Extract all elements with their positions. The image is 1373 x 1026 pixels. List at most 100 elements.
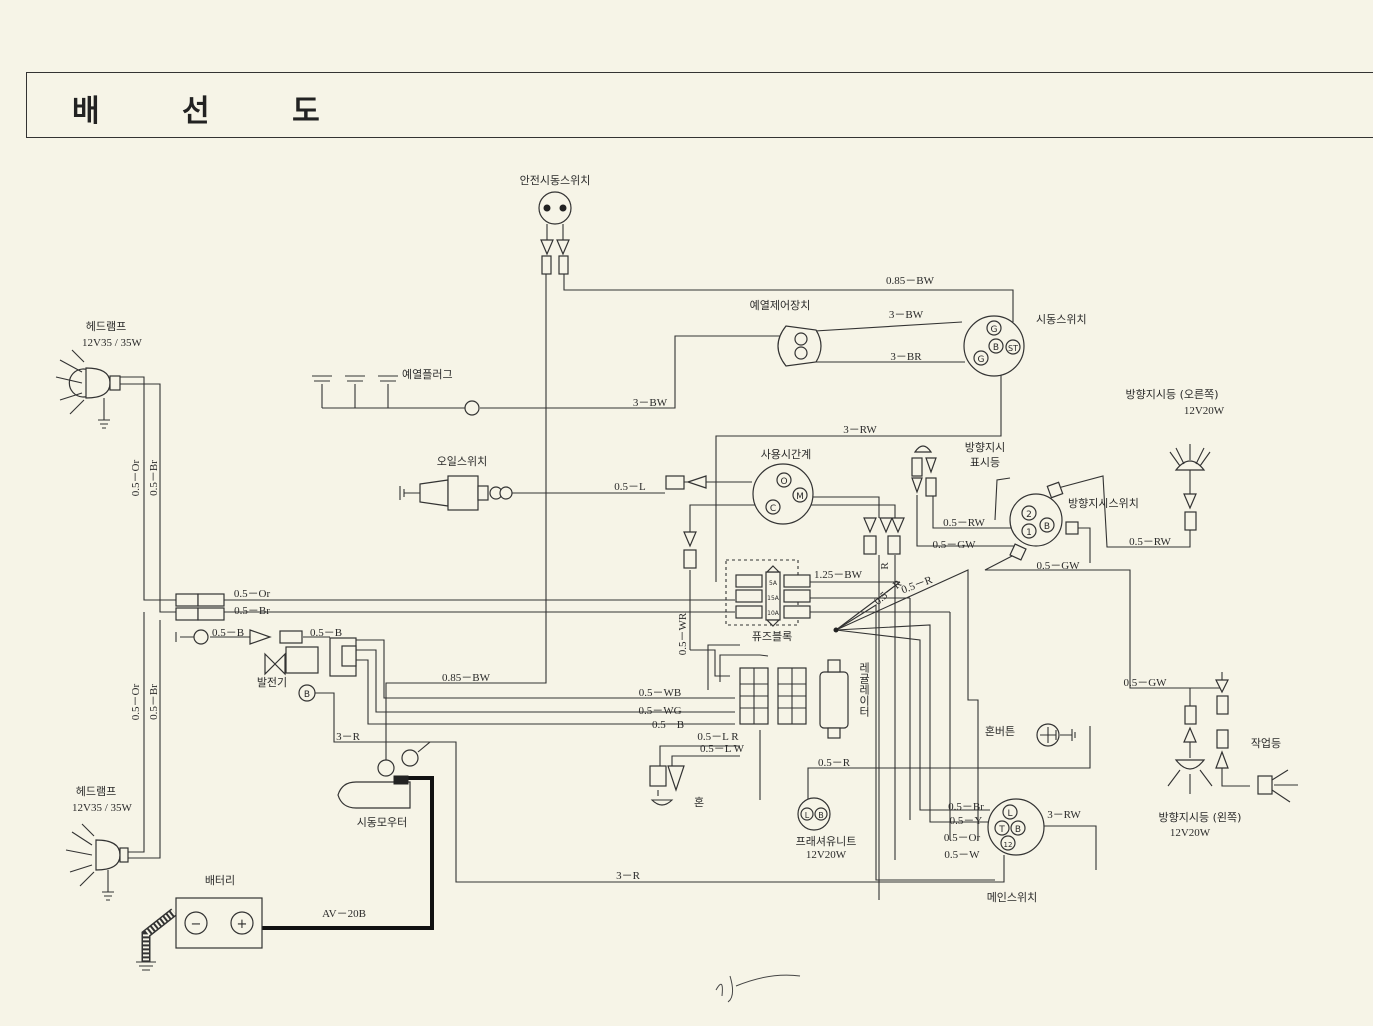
wire-vertical-bus (878, 555, 951, 900)
battery-negative-terminal: − (191, 917, 202, 932)
hour-meter: O M C (752, 463, 814, 525)
wire-05r-main (807, 726, 1091, 810)
battery-positive-terminal: + (237, 917, 248, 932)
wire-label-05b-1: 0.5－B (212, 627, 244, 639)
start-switch-terminal-st: ST (1008, 344, 1018, 353)
wire-meter-m (812, 496, 880, 518)
label-flasher-unit-spec: 12V20W (806, 849, 847, 861)
label-regulator: 레귤레이터 (858, 662, 871, 717)
wire-label-05b-2: 0.5－B (310, 627, 342, 639)
label-preheat-controller: 예열제어장치 (750, 299, 811, 312)
wire-fuse-junction4 (835, 604, 995, 881)
label-starter-motor: 시동모우터 (357, 816, 408, 829)
start-switch: G B G ST (963, 315, 1025, 377)
wire-label-05rw-2: 0.5－RW (1129, 536, 1171, 548)
wire-gen-out (356, 639, 735, 725)
turn-switch-terminal-1: 1 (1026, 528, 1032, 538)
start-switch-terminal-b: B (993, 343, 999, 353)
meter-connectors (683, 517, 905, 569)
flasher-terminal-l: L (805, 811, 810, 820)
label-turn-lamp-left-spec: 12V20W (1170, 827, 1211, 839)
flasher-unit: L B (797, 797, 831, 831)
wire-3rw-top (715, 374, 1002, 582)
wire-label-085bw-top: 0.85－BW (886, 275, 935, 287)
regulator (739, 659, 849, 739)
label-hour-meter: 사용시간계 (761, 448, 812, 461)
wire-label-3bw-2: 3－BW (633, 397, 668, 409)
title-box (26, 72, 1373, 138)
wire-paths (120, 270, 1223, 962)
wire-label-05lr: 0.5－L R (697, 731, 739, 743)
wire-meter-c (689, 504, 760, 532)
wire-3bw-2 (480, 335, 780, 409)
wire-label-085bw-mid: 0.85－BW (442, 672, 491, 684)
wire-label-av20b: AV－20B (322, 908, 366, 920)
wire-label-05y: 0.5－Y (950, 815, 983, 827)
label-flasher-unit: 프래셔유니트 (796, 835, 857, 848)
wire-label-05br-v1: 0.5－Br (148, 460, 160, 496)
wire-av20b (258, 776, 434, 930)
wire-label-05wb: 0.5－WB (639, 687, 681, 699)
battery: − + (136, 897, 263, 971)
wire-label-05b-3: 0.5－B (652, 719, 684, 731)
wire-label-05br-main: 0.5－Br (948, 801, 984, 813)
handwritten-mark (715, 974, 801, 1003)
wire-label-05rw-1: 0.5－RW (943, 517, 985, 529)
work-lamp (1215, 679, 1298, 803)
label-start-switch: 시동스위치 (1036, 313, 1087, 326)
wire-headlamp-bottom (120, 612, 161, 859)
label-headlamp-top-spec: 12V35 / 35W (82, 337, 143, 349)
preheat-controller (777, 325, 822, 367)
wire-label-3r-1: 3－R (336, 731, 360, 743)
wire-fuse-junction (835, 569, 979, 840)
horn (649, 765, 685, 806)
wire-label-05wr: 0.5－WR (677, 612, 689, 655)
main-switch-terminal-12: 12 (1004, 841, 1013, 849)
fuse-rating-3: 10A (767, 610, 780, 617)
wire-horn (659, 745, 740, 768)
fuse-rating-1: 5A (769, 580, 778, 587)
label-fuse-block: 퓨즈블록 (752, 630, 792, 643)
safety-start-switch (538, 191, 572, 275)
meter-terminal-m: M (796, 492, 804, 502)
wire-label-05r-c: R (879, 562, 891, 570)
label-safety-start-switch: 안전시동스위치 (520, 174, 591, 187)
turn-signal-switch: 2 1 B (1009, 481, 1079, 561)
label-horn-button: 혼버튼 (985, 725, 1015, 738)
wire-label-05or-v1: 0.5－Or (130, 459, 142, 496)
label-oil-pressure-switch: 오일스위치 (437, 454, 488, 468)
label-horn: 혼 (694, 796, 704, 809)
label-turn-indicator-line1: 방향지시 (965, 441, 1005, 454)
turn-lamp-left (1167, 705, 1213, 794)
wire-regulator-in (707, 644, 769, 690)
wire-05wr-fuse (690, 649, 730, 677)
wire-label-05w: 0.5－W (944, 849, 980, 861)
wire-label-3br: 3－BR (890, 351, 922, 363)
label-generator: 발전기 (257, 676, 287, 689)
start-switch-terminal-g1: G (991, 325, 998, 335)
wire-fuse-junction2 (835, 629, 990, 811)
label-main-switch: 메인스위치 (987, 891, 1038, 904)
headlamp-connectors (175, 593, 225, 621)
label-work-lamp: 작업등 (1251, 737, 1281, 750)
wire-label-125bw: 1.25－BW (814, 569, 863, 581)
label-turn-indicator-line2: 표시등 (970, 456, 1000, 469)
wire-085bw-safety (385, 270, 547, 760)
generator: B (175, 629, 357, 702)
headlamp-top (55, 349, 121, 429)
fuse-rating-2: 15A (767, 595, 780, 602)
wire-meter-m2 (790, 504, 896, 518)
main-switch: L T B 12 (987, 798, 1045, 856)
meter-terminal-o: O (780, 477, 787, 487)
component-labels: 안전시동스위치 예열제어장치 시동스위치 헤드램프 12V35 / 35W 예열… (72, 174, 1281, 904)
flasher-terminal-b: B (818, 811, 824, 820)
label-turn-lamp-left: 방향지시등 (왼쪽) (1159, 810, 1242, 824)
starter-motor (337, 749, 419, 809)
main-switch-terminal-l: L (1007, 809, 1012, 819)
wire-label-3r-2: 3－R (616, 870, 640, 882)
wire-3r-1 (314, 692, 1005, 883)
wire-label-05br-v2: 0.5－Br (148, 684, 160, 720)
wire-fuse-junction3 (835, 624, 995, 823)
wire-turn-2 (994, 477, 1011, 521)
